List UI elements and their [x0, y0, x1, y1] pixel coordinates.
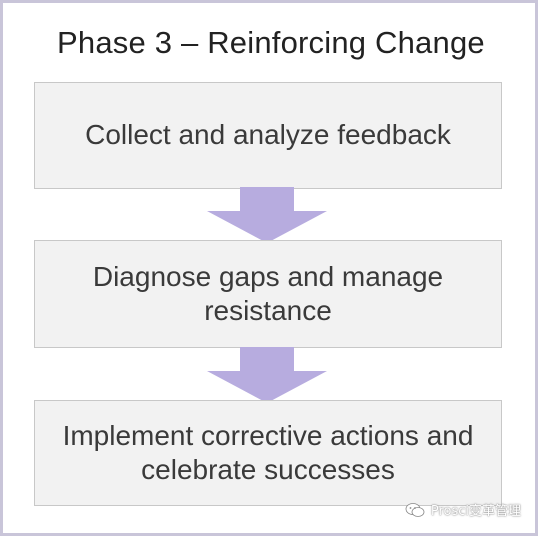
- step-diagnose-gaps: Diagnose gaps and manage resistance: [34, 240, 502, 348]
- down-arrow-icon: [207, 187, 327, 243]
- watermark: Prosci变革管理: [405, 500, 521, 519]
- step-collect-feedback: Collect and analyze feedback: [34, 82, 502, 189]
- watermark-text: Prosci变革管理: [430, 504, 521, 519]
- down-arrow-icon: [207, 347, 327, 403]
- step-implement-actions: Implement corrective actions and celebra…: [34, 400, 502, 506]
- diagram-title: Phase 3 – Reinforcing Change: [57, 25, 485, 60]
- step-label: Diagnose gaps and manage resistance: [92, 260, 444, 326]
- step-label: Collect and analyze feedback: [85, 119, 451, 151]
- step-label: Implement corrective actions and celebra…: [62, 419, 474, 485]
- wechat-icon: [405, 502, 425, 517]
